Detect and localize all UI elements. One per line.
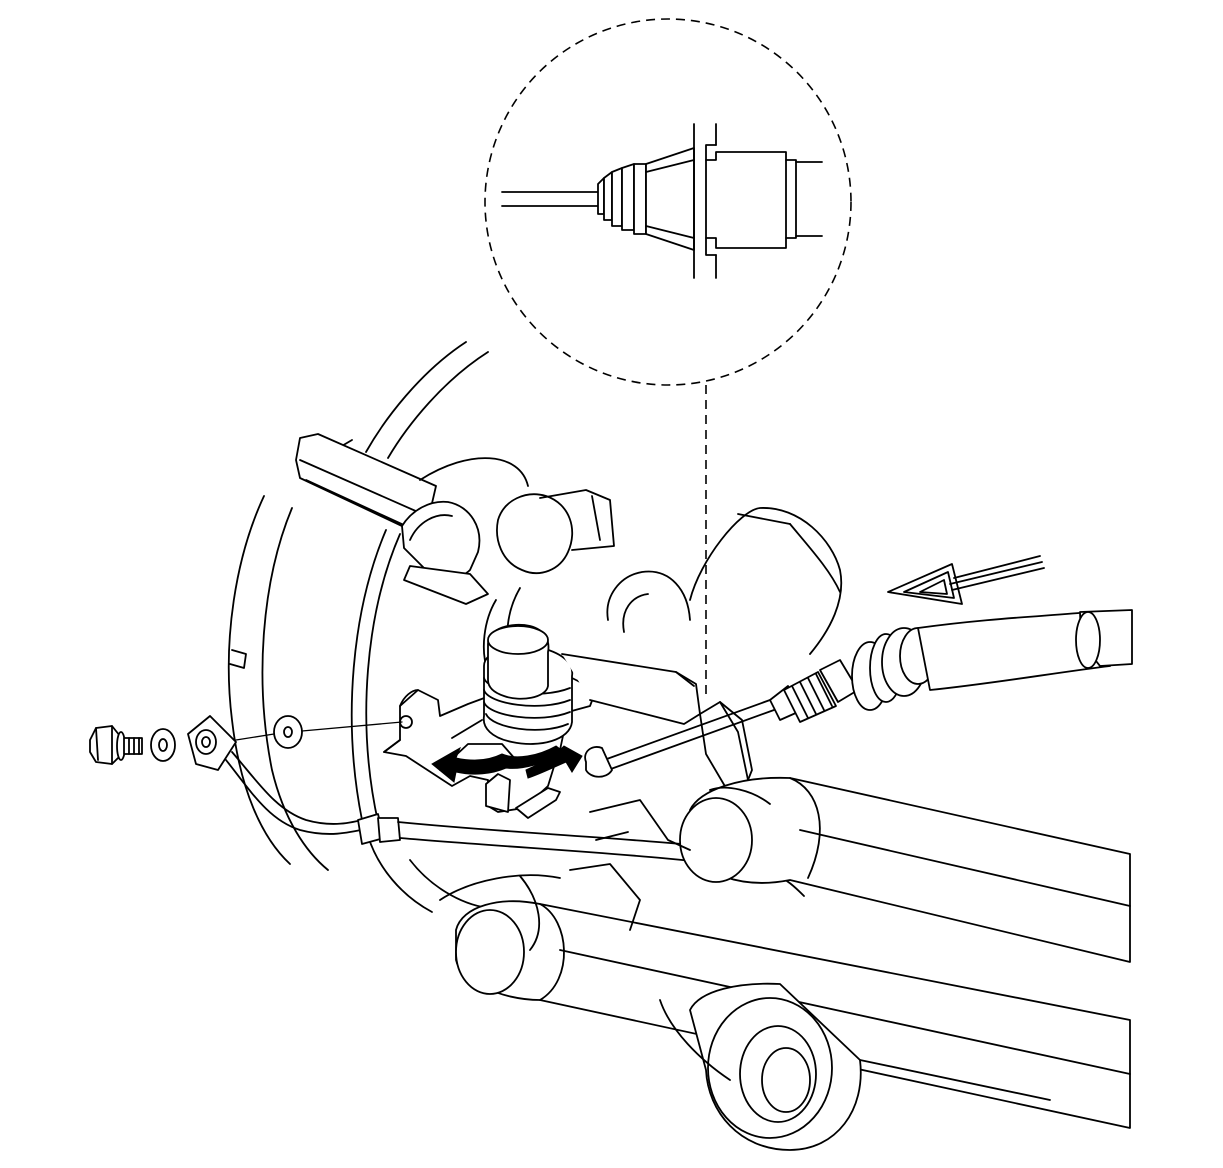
brake-caliper	[295, 433, 843, 913]
suspension-arms	[439, 776, 1131, 1151]
detail-inset-circle	[484, 18, 852, 386]
detail-inset	[484, 18, 852, 700]
bolt-head	[89, 725, 121, 765]
brake-rotor	[227, 341, 489, 871]
lever-movement-arrow	[431, 745, 583, 783]
view-direction-arrow	[887, 555, 1045, 605]
parking-brake-lever	[383, 623, 753, 819]
bolt-washer-assembly	[89, 715, 403, 771]
cable-end-fitting-detail	[501, 123, 823, 279]
parking-brake-cable	[584, 609, 1133, 778]
